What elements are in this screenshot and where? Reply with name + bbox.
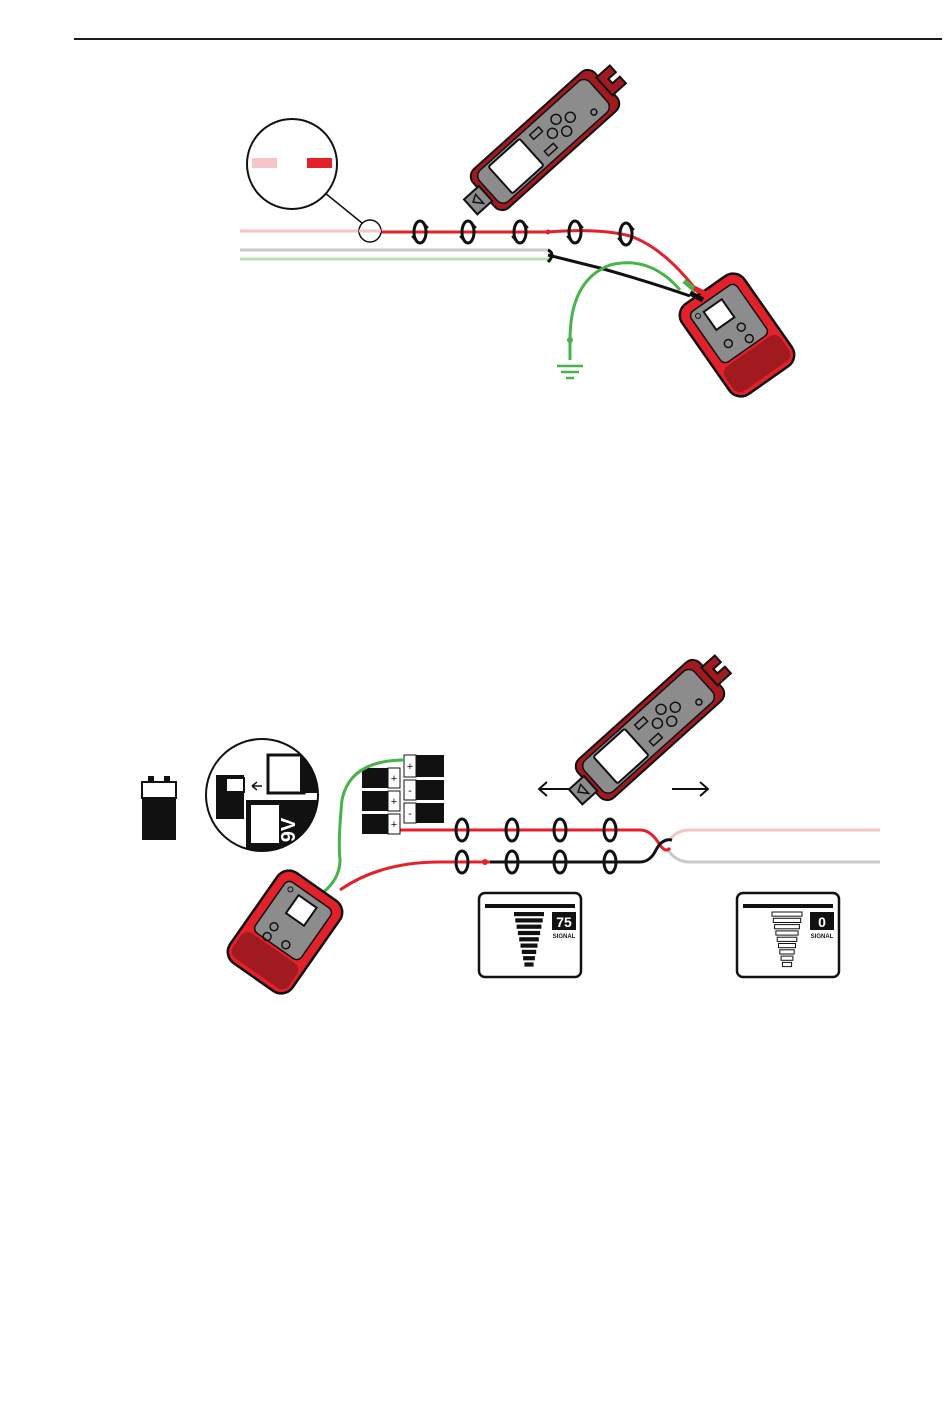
signal-value: 0: [818, 914, 826, 930]
red-wire: [400, 830, 670, 850]
signal-bar: [518, 931, 540, 935]
signal-bar: [519, 937, 539, 941]
signal-value: 75: [556, 914, 572, 930]
signal-bar: [521, 944, 538, 948]
battery-callout-icon: 9V: [206, 739, 326, 851]
red-lead: [340, 862, 455, 890]
terminal-plus: +: [391, 773, 397, 785]
signal-bar: [779, 944, 796, 948]
red-wire: [372, 231, 700, 295]
signal-bar: [517, 925, 542, 929]
green-ground-wire: [570, 263, 680, 360]
signal-label: SIGNAL: [553, 934, 576, 940]
ground-icon: [557, 366, 583, 378]
tone-probe-icon: [453, 60, 635, 226]
signal-bar: [524, 962, 533, 966]
signal-label: SIGNAL: [811, 934, 834, 940]
figure-tone-trace-ground: [0, 60, 950, 410]
signal-bar: [777, 937, 797, 941]
signal-bar: [522, 950, 536, 954]
signal-bar: [775, 925, 800, 929]
svg-text:+: +: [391, 819, 397, 831]
signal-bar: [515, 918, 542, 922]
svg-text:-: -: [408, 785, 412, 797]
battery-stack-icon: + + + + - -: [362, 755, 444, 834]
signal-bar: [782, 962, 791, 966]
faded-grey-wire: [668, 850, 880, 862]
signal-bar: [514, 912, 544, 916]
signal-bar: [773, 918, 800, 922]
signal-bar: [781, 956, 793, 960]
signal-bar: [780, 950, 794, 954]
tone-probe-icon: [558, 645, 740, 816]
faded-red-wire: [670, 830, 880, 840]
signal-display-none: 0 SIGNAL: [737, 893, 839, 977]
page-header-rule: [74, 38, 942, 40]
signal-bar: [523, 956, 535, 960]
signal-bar: [772, 912, 802, 916]
svg-text:+: +: [407, 761, 413, 773]
signal-bar: [776, 931, 798, 935]
figure-tone-trace-battery: + + + + - - 9V: [0, 640, 950, 1010]
battery-9v-icon: [142, 776, 176, 840]
svg-text:+: +: [391, 796, 397, 808]
signal-display-strong: 75 SIGNAL: [479, 893, 581, 977]
wire-joint: [546, 230, 551, 235]
svg-text:-: -: [408, 808, 412, 820]
magnifier-callout-icon: [247, 119, 381, 242]
twisted-pair-markers: [456, 819, 616, 873]
